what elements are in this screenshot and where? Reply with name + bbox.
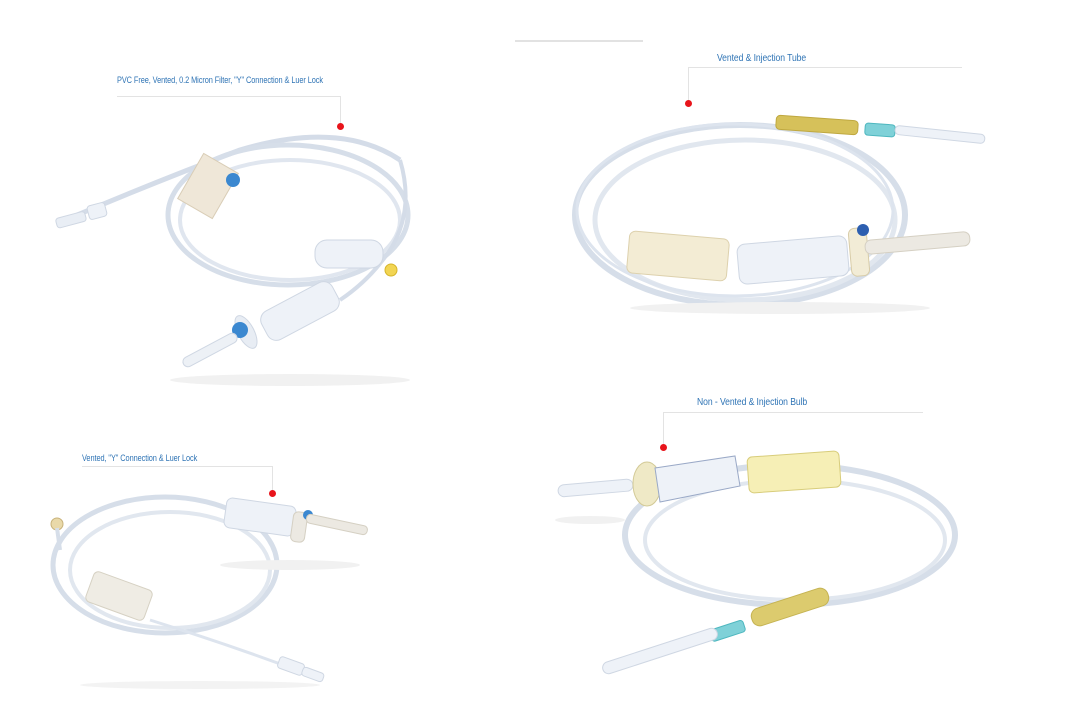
product-label: Vented, "Y" Connection & Luer Lock (82, 453, 198, 463)
product-label: Vented & Injection Tube (717, 52, 807, 64)
callout-line (272, 466, 273, 491)
product-image-iv-set (55, 134, 411, 386)
callout-line (663, 412, 664, 445)
callout-dot (337, 123, 344, 130)
product-label: PVC Free, Vented, 0.2 Micron Filter, "Y"… (117, 75, 323, 85)
callout-line (688, 67, 962, 68)
callout-line (82, 466, 272, 467)
product-image-iv-set (50, 494, 368, 689)
product-image-iv-set (555, 450, 958, 675)
product-image-iv-set (572, 114, 986, 314)
callout-line (117, 96, 340, 97)
callout-line (340, 96, 341, 124)
callout-dot (269, 490, 276, 497)
callout-dot (660, 444, 667, 451)
callout-dot (685, 100, 692, 107)
callout-line (688, 67, 689, 101)
callout-line (663, 412, 923, 413)
product-label: Non - Vented & Injection Bulb (697, 396, 808, 408)
top-divider (515, 40, 643, 42)
